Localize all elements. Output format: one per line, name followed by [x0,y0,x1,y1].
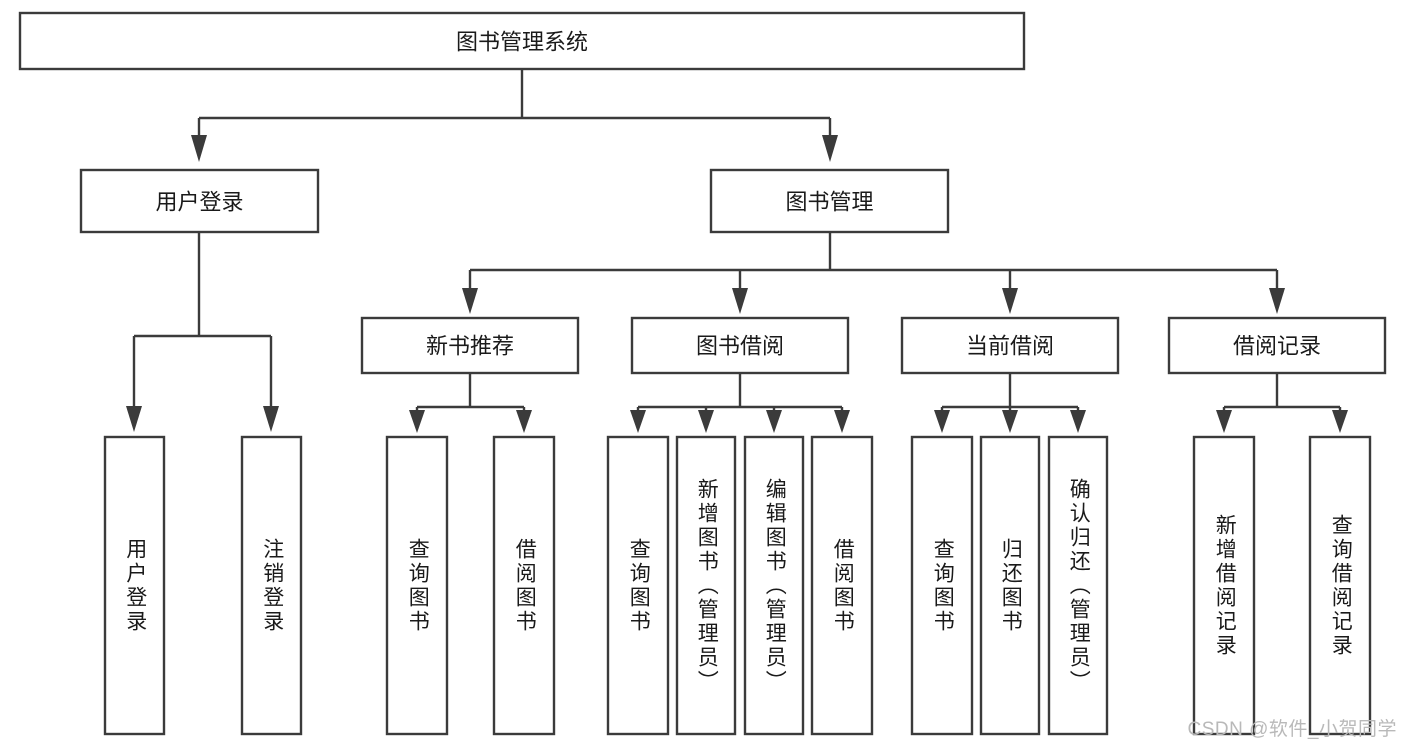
leaf-boxes-user-login [103,435,303,736]
leaf-box-bb-1[interactable] [675,435,737,736]
arrowhead-nbr-leaf-1 [516,410,532,433]
node-current-borrow-label: 当前借阅 [966,334,1054,359]
arrowhead-bb-leaf-1 [698,410,714,433]
node-user-login-label: 用户登录 [155,190,243,215]
arrowhead-cb-leaf-1 [1002,410,1018,433]
leaf-boxes-new-book-recommend [385,435,556,736]
node-current-borrow-box[interactable] [900,316,1120,375]
connector-group-borrow-record [1216,373,1348,433]
connector-group-new-book-recommend [409,373,532,433]
arrowhead-bb-leaf-0 [630,410,646,433]
arrowhead-user-login-leaf-0 [126,406,142,432]
connector-group-book-borrow [630,373,850,433]
node-book-manage-label: 图书管理 [785,190,873,215]
arrowhead-borrow-record [1269,288,1285,314]
leaf-boxes-book-borrow [606,435,874,736]
leaf-box-cb-1[interactable] [979,435,1041,736]
arrowhead-bb-leaf-3 [834,410,850,433]
node-new-book-recommend[interactable]: 新书推荐 [360,316,580,375]
node-book-manage-box[interactable] [709,168,950,234]
leaf-box-user-login-0[interactable] [103,435,166,736]
connector-group-current-borrow [934,373,1086,433]
node-root-system[interactable]: 图书管理系统 [18,11,1026,71]
leaf-box-nbr-1[interactable] [492,435,556,736]
connector-group-user-login [126,232,279,432]
leaf-box-cb-2[interactable] [1047,435,1109,736]
node-current-borrow[interactable]: 当前借阅 [900,316,1120,375]
node-new-book-recommend-box[interactable] [360,316,580,375]
node-book-borrow[interactable]: 图书借阅 [630,316,850,375]
node-user-login[interactable]: 用户登录 [79,168,320,234]
arrowhead-book-borrow [732,288,748,314]
arrowhead-cb-leaf-0 [934,410,950,433]
arrowhead-cb-leaf-2 [1070,410,1086,433]
leaf-box-br-1[interactable] [1308,435,1372,736]
arrowhead-book-manage [822,135,838,162]
node-user-login-box[interactable] [79,168,320,234]
leaf-box-bb-2[interactable] [743,435,805,736]
arrowhead-user-login [191,135,207,162]
arrowhead-new-book-recommend [462,288,478,314]
node-book-manage[interactable]: 图书管理 [709,168,950,234]
arrowhead-nbr-leaf-0 [409,410,425,433]
node-borrow-record[interactable]: 借阅记录 [1167,316,1387,375]
arrowhead-user-login-leaf-1 [263,406,279,432]
arrowhead-current-borrow [1002,288,1018,314]
node-borrow-record-box[interactable] [1167,316,1387,375]
leaf-box-nbr-0[interactable] [385,435,449,736]
node-new-book-recommend-label: 新书推荐 [426,334,514,359]
leaf-box-bb-3[interactable] [810,435,874,736]
node-book-borrow-label: 图书借阅 [696,334,784,359]
node-root-label: 图书管理系统 [456,30,588,55]
node-book-borrow-box[interactable] [630,316,850,375]
watermark-text: CSDN @软件_小贺同学 [1187,719,1397,740]
arrowhead-br-leaf-1 [1332,410,1348,433]
leaf-box-bb-0[interactable] [606,435,670,736]
leaf-boxes-current-borrow [910,435,1109,736]
connector-group-root [191,69,838,162]
leaf-boxes-borrow-record [1192,435,1372,736]
node-root-box[interactable] [18,11,1026,71]
arrowhead-bb-leaf-2 [766,410,782,433]
leaf-box-br-0[interactable] [1192,435,1256,736]
leaf-box-cb-0[interactable] [910,435,974,736]
connector-group-book-manage [462,232,1285,314]
node-borrow-record-label: 借阅记录 [1233,334,1321,359]
arrowhead-br-leaf-0 [1216,410,1232,433]
leaf-box-user-login-1[interactable] [240,435,303,736]
